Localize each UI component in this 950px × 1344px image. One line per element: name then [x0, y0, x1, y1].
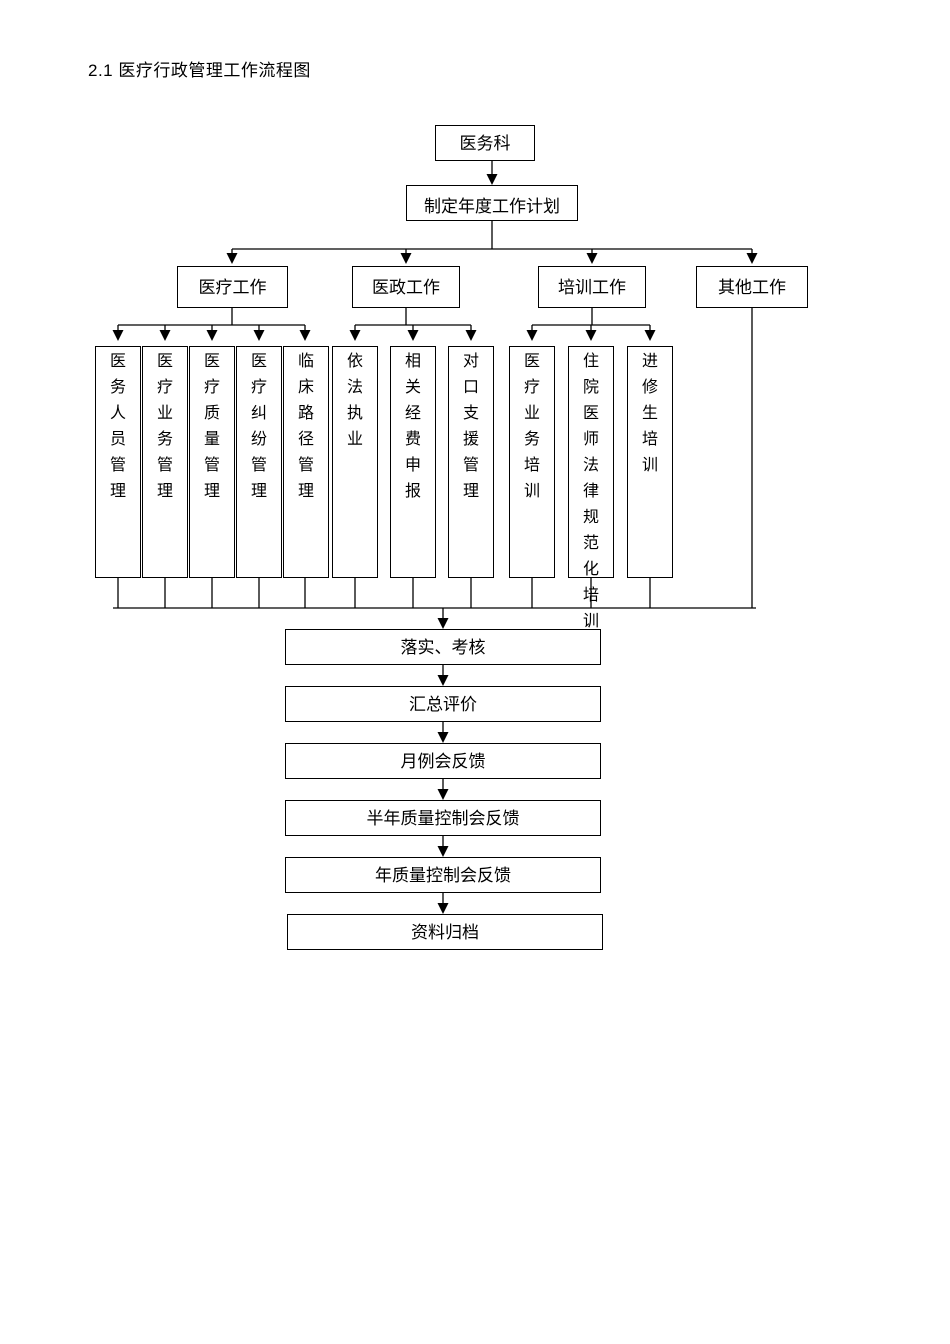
node-category-admin-label: 医政工作: [372, 277, 440, 297]
node-category-training[interactable]: 培训工作: [538, 266, 646, 308]
node-subtask-9-label: 医疗业务培训: [524, 353, 541, 500]
node-subtask-11[interactable]: 进修生培训: [627, 346, 673, 578]
node-pipeline-3[interactable]: 月例会反馈: [285, 743, 601, 779]
node-subtask-5-label: 临床路径管理: [298, 353, 315, 500]
node-subtask-11-label: 进修生培训: [642, 353, 659, 474]
node-category-training-label: 培训工作: [558, 277, 626, 297]
node-subtask-10-label: 住院医师法律规范化培训: [583, 353, 600, 630]
node-pipeline-2[interactable]: 汇总评价: [285, 686, 601, 722]
node-pipeline-5-label: 年质量控制会反馈: [375, 865, 511, 885]
node-subtask-2-label: 医疗业务管理: [157, 353, 174, 500]
node-pipeline-3-label: 月例会反馈: [400, 751, 486, 771]
node-pipeline-5[interactable]: 年质量控制会反馈: [285, 857, 601, 893]
node-subtask-3-label: 医疗质量管理: [204, 353, 221, 500]
node-subtask-6[interactable]: 依法执业: [332, 346, 378, 578]
node-subtask-6-label: 依法执业: [347, 353, 364, 448]
node-subtask-9[interactable]: 医疗业务培训: [509, 346, 555, 578]
page-title: 2.1 医疗行政管理工作流程图: [88, 61, 311, 80]
node-plan[interactable]: 制定年度工作计划: [406, 185, 578, 221]
node-subtask-5[interactable]: 临床路径管理: [283, 346, 329, 578]
node-subtask-8[interactable]: 对口支援管理: [448, 346, 494, 578]
node-subtask-1[interactable]: 医务人员管理: [95, 346, 141, 578]
node-pipeline-2-label: 汇总评价: [409, 694, 477, 714]
node-pipeline-6-label: 资料归档: [411, 922, 479, 942]
node-category-admin[interactable]: 医政工作: [352, 266, 460, 308]
node-plan-label: 制定年度工作计划: [424, 197, 560, 216]
node-category-other[interactable]: 其他工作: [696, 266, 808, 308]
node-subtask-1-label: 医务人员管理: [110, 353, 127, 500]
node-pipeline-4[interactable]: 半年质量控制会反馈: [285, 800, 601, 836]
node-subtask-3[interactable]: 医疗质量管理: [189, 346, 235, 578]
node-category-medical[interactable]: 医疗工作: [177, 266, 288, 308]
node-subtask-7-label: 相关经费申报: [405, 353, 422, 500]
node-pipeline-4-label: 半年质量控制会反馈: [366, 808, 520, 828]
node-subtask-8-label: 对口支援管理: [463, 353, 480, 500]
node-category-medical-label: 医疗工作: [198, 277, 267, 297]
node-subtask-2[interactable]: 医疗业务管理: [142, 346, 188, 578]
node-subtask-10[interactable]: 住院医师法律规范化培训: [568, 346, 614, 630]
node-subtask-7[interactable]: 相关经费申报: [390, 346, 436, 578]
node-pipeline-1[interactable]: 落实、考核: [285, 629, 601, 665]
node-pipeline-1-label: 落实、考核: [400, 637, 486, 657]
node-subtask-4-label: 医疗纠纷管理: [251, 353, 268, 500]
node-category-other-label: 其他工作: [718, 277, 786, 297]
node-root-label: 医务科: [459, 133, 511, 153]
node-subtask-4[interactable]: 医疗纠纷管理: [236, 346, 282, 578]
node-pipeline-6[interactable]: 资料归档: [287, 914, 603, 950]
node-root[interactable]: 医务科: [435, 125, 535, 161]
